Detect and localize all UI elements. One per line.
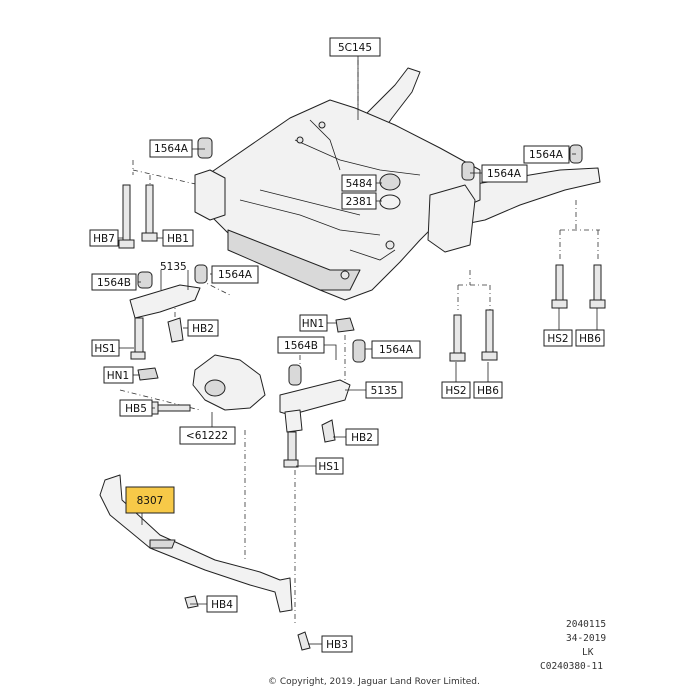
label-text: HN1 (107, 370, 129, 382)
label-text: HS1 (318, 461, 339, 473)
left-bolts (118, 184, 158, 249)
label-hs1-mid: HS1 (315, 457, 344, 475)
drawing-metadata: 2040115 34-2019 LK C0240380-11 (540, 619, 606, 672)
label-text: 1564B (284, 340, 318, 352)
label-hn1-mid: HN1 (299, 314, 328, 332)
bushing-1564a-right (461, 161, 475, 181)
label-hb2-mid: HB2 (345, 428, 379, 446)
label-text: 2381 (346, 196, 373, 208)
label-hb6-right: HB6 (575, 329, 605, 347)
label-text: 1564B (97, 277, 131, 289)
meta-line-3: LK (582, 647, 594, 658)
label-1564b-left: 1564B (91, 273, 137, 291)
label-hb2-left: HB2 (187, 319, 219, 337)
mid-bolts (449, 309, 498, 362)
bushing-1564a-left (197, 137, 213, 159)
label-text: <61222 (186, 430, 228, 442)
label-text: HB5 (125, 403, 147, 415)
label-8307: 8307 (125, 486, 175, 514)
label-text: HB6 (579, 333, 601, 345)
label-text: 1564A (218, 269, 253, 281)
label-hs1-left: HS1 (91, 339, 120, 357)
label-text: 8307 (137, 495, 164, 507)
label-hb7: HB7 (89, 229, 119, 247)
label-5c145: 5C145 (329, 37, 381, 57)
part-5484 (379, 173, 401, 191)
bushing-1564b-left (137, 271, 153, 289)
label-1564b-mid: 1564B (277, 336, 325, 354)
label-text: HS2 (445, 385, 466, 397)
label-text: HB2 (192, 323, 214, 335)
label-1564a-mid: 1564A (371, 340, 421, 359)
label-text: 5135 (371, 385, 398, 397)
label-text: 1564A (379, 344, 414, 356)
meta-line-2: 34-2019 (566, 633, 606, 644)
label-text: HB2 (351, 432, 373, 444)
label-1564a-rear-right: 1564A (523, 145, 570, 164)
copyright-text: © Copyright, 2019. Jaguar Land Rover Lim… (268, 677, 480, 687)
part-2381 (379, 194, 401, 210)
right-bolts-upper (551, 264, 606, 309)
leader-lines (118, 56, 598, 645)
label-hb1-left: HB1 (162, 229, 194, 247)
label-hb5: HB5 (119, 399, 153, 417)
label-text: 5484 (346, 178, 373, 190)
label-hb4: HB4 (206, 595, 238, 613)
bushing-1564a-mid (352, 339, 366, 363)
label-2381: 2381 (341, 192, 377, 210)
label-text: HB6 (477, 385, 499, 397)
label-text: HB7 (93, 233, 115, 245)
label-hs2-mid: HS2 (441, 381, 471, 399)
meta-line-1: 2040115 (566, 619, 606, 630)
mount-block-61222 (149, 354, 266, 415)
label-text: 5C145 (338, 42, 372, 54)
label-text: HN1 (302, 318, 324, 330)
label-hb3: HB3 (321, 635, 353, 653)
label-5484: 5484 (341, 174, 377, 192)
label-text: 1564A (154, 143, 189, 155)
label-5135-mid: 5135 (365, 381, 403, 399)
label-5135-left: 5135 (160, 261, 187, 273)
label-text: HS2 (547, 333, 568, 345)
label-text: 5135 (160, 261, 187, 273)
label-1564a-right: 1564A (481, 164, 528, 183)
label-1564a-left: 1564A (149, 139, 193, 158)
meta-line-4: C0240380-11 (540, 661, 603, 672)
label-hn1-left: HN1 (103, 366, 134, 384)
label-text: 1564A (529, 149, 564, 161)
label-61222: <61222 (179, 426, 236, 445)
label-text: HB1 (167, 233, 189, 245)
label-text: HB4 (211, 599, 233, 611)
label-1564a-center: 1564A (211, 265, 259, 284)
label-text: HB3 (326, 639, 348, 651)
mid-bracket (279, 317, 366, 468)
label-text: 1564A (487, 168, 522, 180)
label-hb6-mid: HB6 (473, 381, 503, 399)
subframe (194, 67, 601, 301)
left-bracket (129, 271, 201, 381)
label-hs2-right: HS2 (543, 329, 573, 347)
bushing-1564b-mid (288, 364, 302, 386)
lower-bar-8307 (99, 474, 311, 651)
bushing-1564a-center (194, 264, 208, 284)
label-text: HS1 (94, 343, 115, 355)
